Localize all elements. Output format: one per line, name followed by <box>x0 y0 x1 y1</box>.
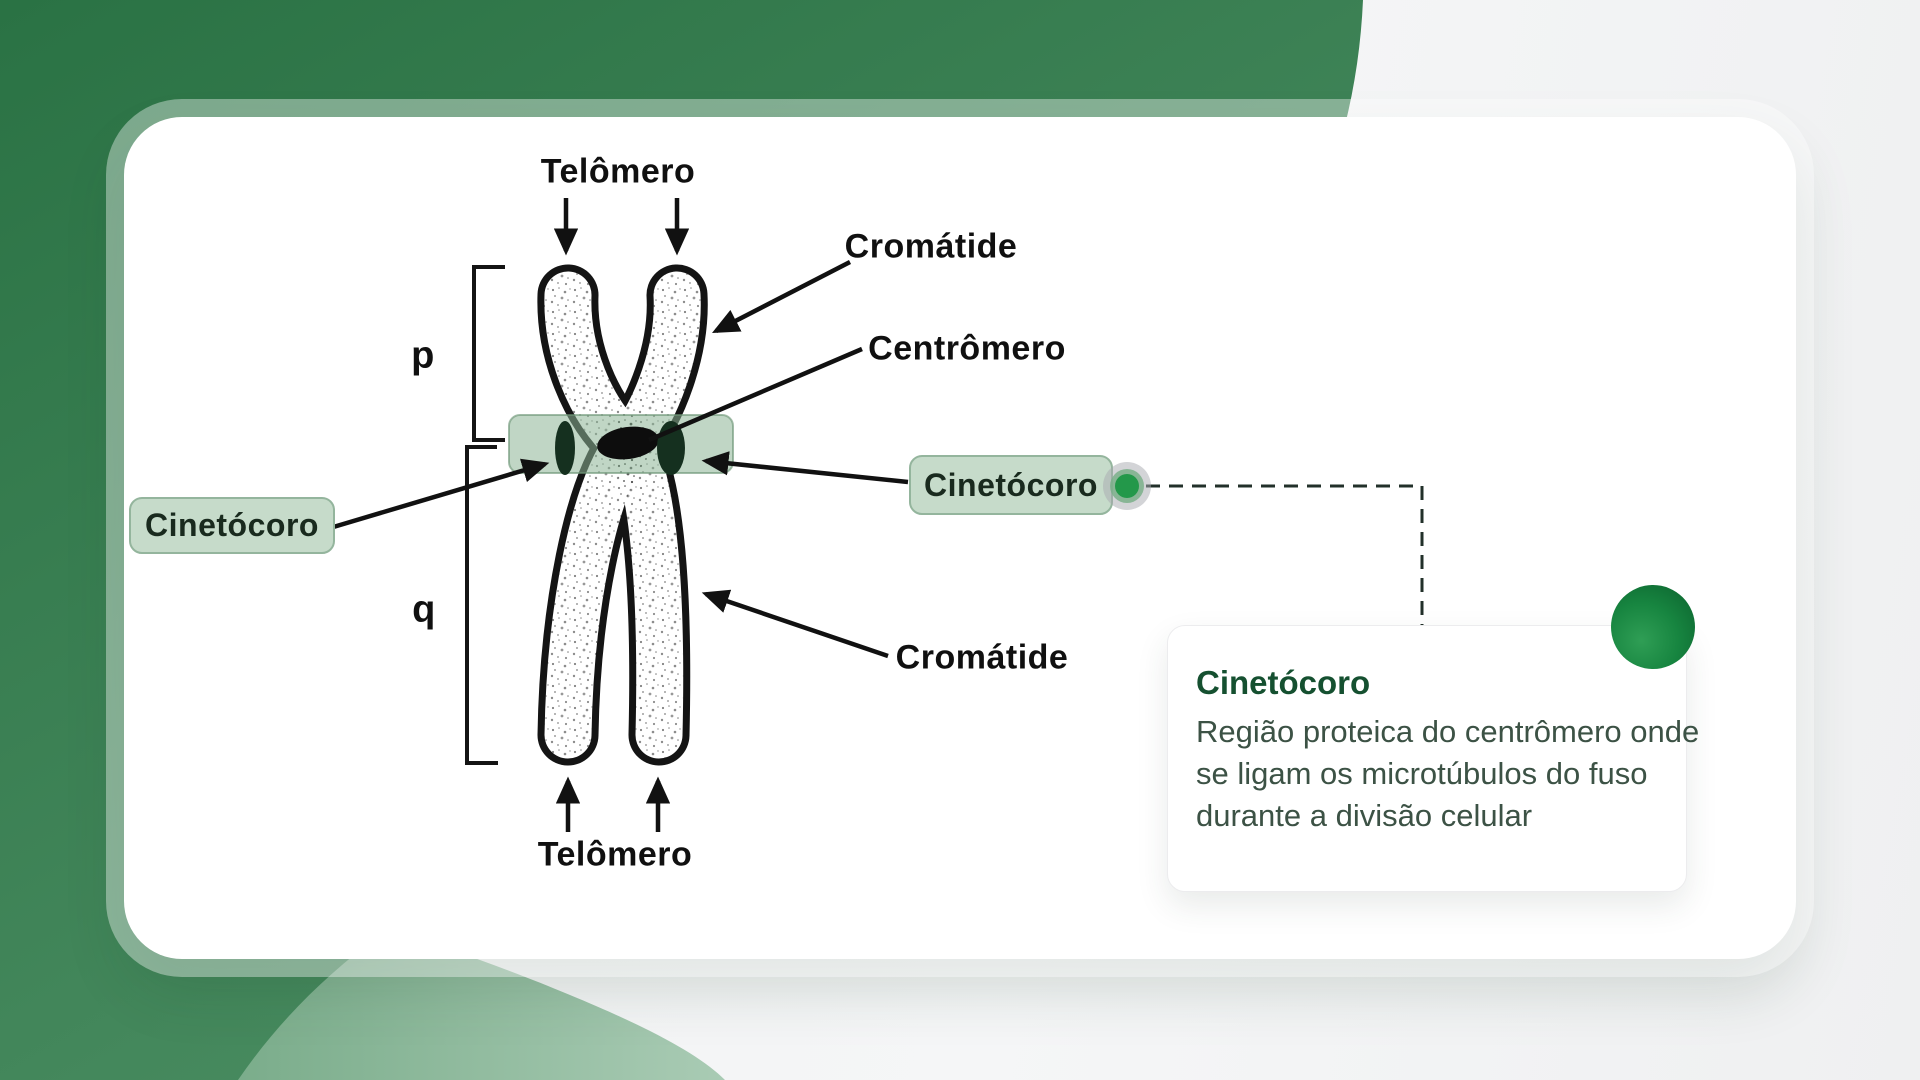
hotspot-dot[interactable] <box>1103 462 1151 510</box>
kinetochore-right-arrow <box>701 451 909 485</box>
pointer-arrows <box>329 198 909 832</box>
hotspot-ring-core <box>1115 474 1139 498</box>
chromatid-top-arrow <box>711 259 852 334</box>
kinetochore-label-right[interactable]: Cinetócoro <box>909 455 1113 515</box>
telomere-top-label: Telômero <box>540 152 696 191</box>
chromatid-bottom-arrow <box>701 589 889 659</box>
tooltip-title: Cinetócoro <box>1196 664 1371 701</box>
p-bracket <box>472 265 505 442</box>
q-arm-label: q <box>412 588 436 631</box>
tooltip-body-line: Região proteica do centrômero onde <box>1196 714 1700 749</box>
tooltip-body-line: se ligam os microtúbulos do fuso <box>1196 756 1648 791</box>
q-bracket <box>465 445 498 765</box>
arm-brackets <box>465 265 505 765</box>
tooltip-connector-line <box>1146 484 1424 626</box>
centromere-label: Centrômero <box>868 329 1066 368</box>
centromere-line <box>648 346 863 443</box>
tooltip-body-line: durante a divisão celular <box>1196 798 1533 833</box>
kinetochore-left-oval <box>555 421 575 475</box>
chromatid-top-label: Cromátide <box>844 227 1018 266</box>
p-arm-label: p <box>411 334 435 377</box>
chromatid-bottom-label: Cromátide <box>895 638 1069 677</box>
tooltip-body: Região proteica do centrômero onde se li… <box>1196 711 1700 837</box>
kinetochore-left-arrow <box>329 458 550 531</box>
telomere-bottom-label: Telômero <box>537 835 693 874</box>
green-sphere[interactable] <box>1611 585 1695 669</box>
kinetochore-label-left[interactable]: Cinetócoro <box>129 497 335 554</box>
centromere-blob <box>597 426 659 460</box>
tooltip-card: Cinetócoro Região proteica do centrômero… <box>1167 625 1700 892</box>
